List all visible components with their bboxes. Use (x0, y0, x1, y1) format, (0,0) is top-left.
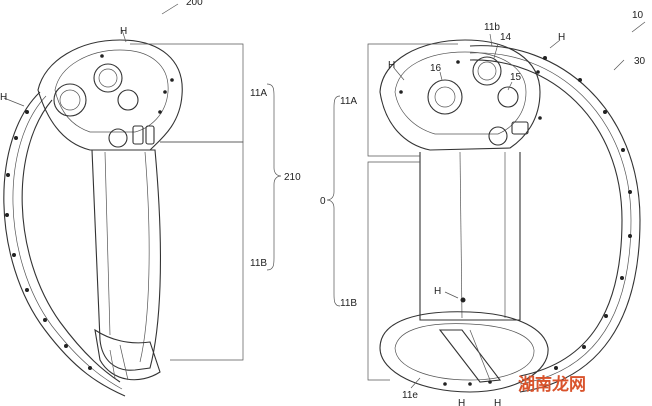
left-button-big (93, 63, 123, 93)
label-11e: 11e (402, 390, 418, 401)
label-0: 0 (320, 196, 326, 207)
right-grip (419, 152, 521, 321)
right-button-lower (488, 126, 508, 146)
label-30: 30 (634, 56, 646, 67)
right-stick (427, 79, 463, 115)
label-16: 16 (430, 63, 442, 74)
left-curly-210 (266, 83, 282, 271)
label-fig-10: 10 (632, 10, 644, 21)
left-controller-drawing (3, 3, 282, 397)
label-h-left-top: H (120, 26, 127, 37)
label-14: 14 (500, 32, 512, 43)
right-ring-outer (469, 45, 641, 393)
right-base (379, 311, 549, 393)
label-11a-left: 11A (250, 88, 267, 99)
right-ring-inner (469, 59, 623, 377)
label-15: 15 (510, 72, 522, 83)
label-11b-right: 11B (340, 298, 357, 309)
left-head (37, 39, 183, 151)
left-ring-holes (5, 110, 92, 370)
right-controller-drawing (326, 21, 646, 393)
left-ring-outer (3, 91, 126, 397)
label-11a-right: 11A (340, 96, 357, 107)
right-bracket-lower (367, 161, 420, 381)
label-h-right-base-2: H (494, 398, 501, 406)
label-11b-left: 11B (250, 258, 267, 269)
right-ring-holes (543, 56, 632, 370)
left-button-lower (108, 128, 128, 148)
label-h-right-grip: H (434, 286, 441, 297)
label-h-right-top: H (558, 32, 565, 43)
right-bracket-upper (367, 43, 458, 157)
label-h-left-side: H (0, 92, 7, 103)
left-stick (53, 83, 87, 117)
label-fig-200: 200 (186, 0, 203, 8)
right-button-14 (472, 56, 502, 86)
watermark: 湖南龙网 (518, 374, 586, 395)
left-button-small (117, 89, 139, 111)
label-11b-small: 11b (484, 22, 500, 33)
left-ring-inner (21, 99, 121, 383)
label-h-right-head: H (388, 60, 395, 71)
label-h-right-base-1: H (458, 398, 465, 406)
right-curly-0 (326, 95, 341, 307)
left-bracket-lower (160, 141, 244, 361)
label-210: 210 (284, 172, 301, 183)
right-button-15 (497, 86, 519, 108)
left-grip (91, 149, 161, 371)
right-head (379, 39, 541, 151)
